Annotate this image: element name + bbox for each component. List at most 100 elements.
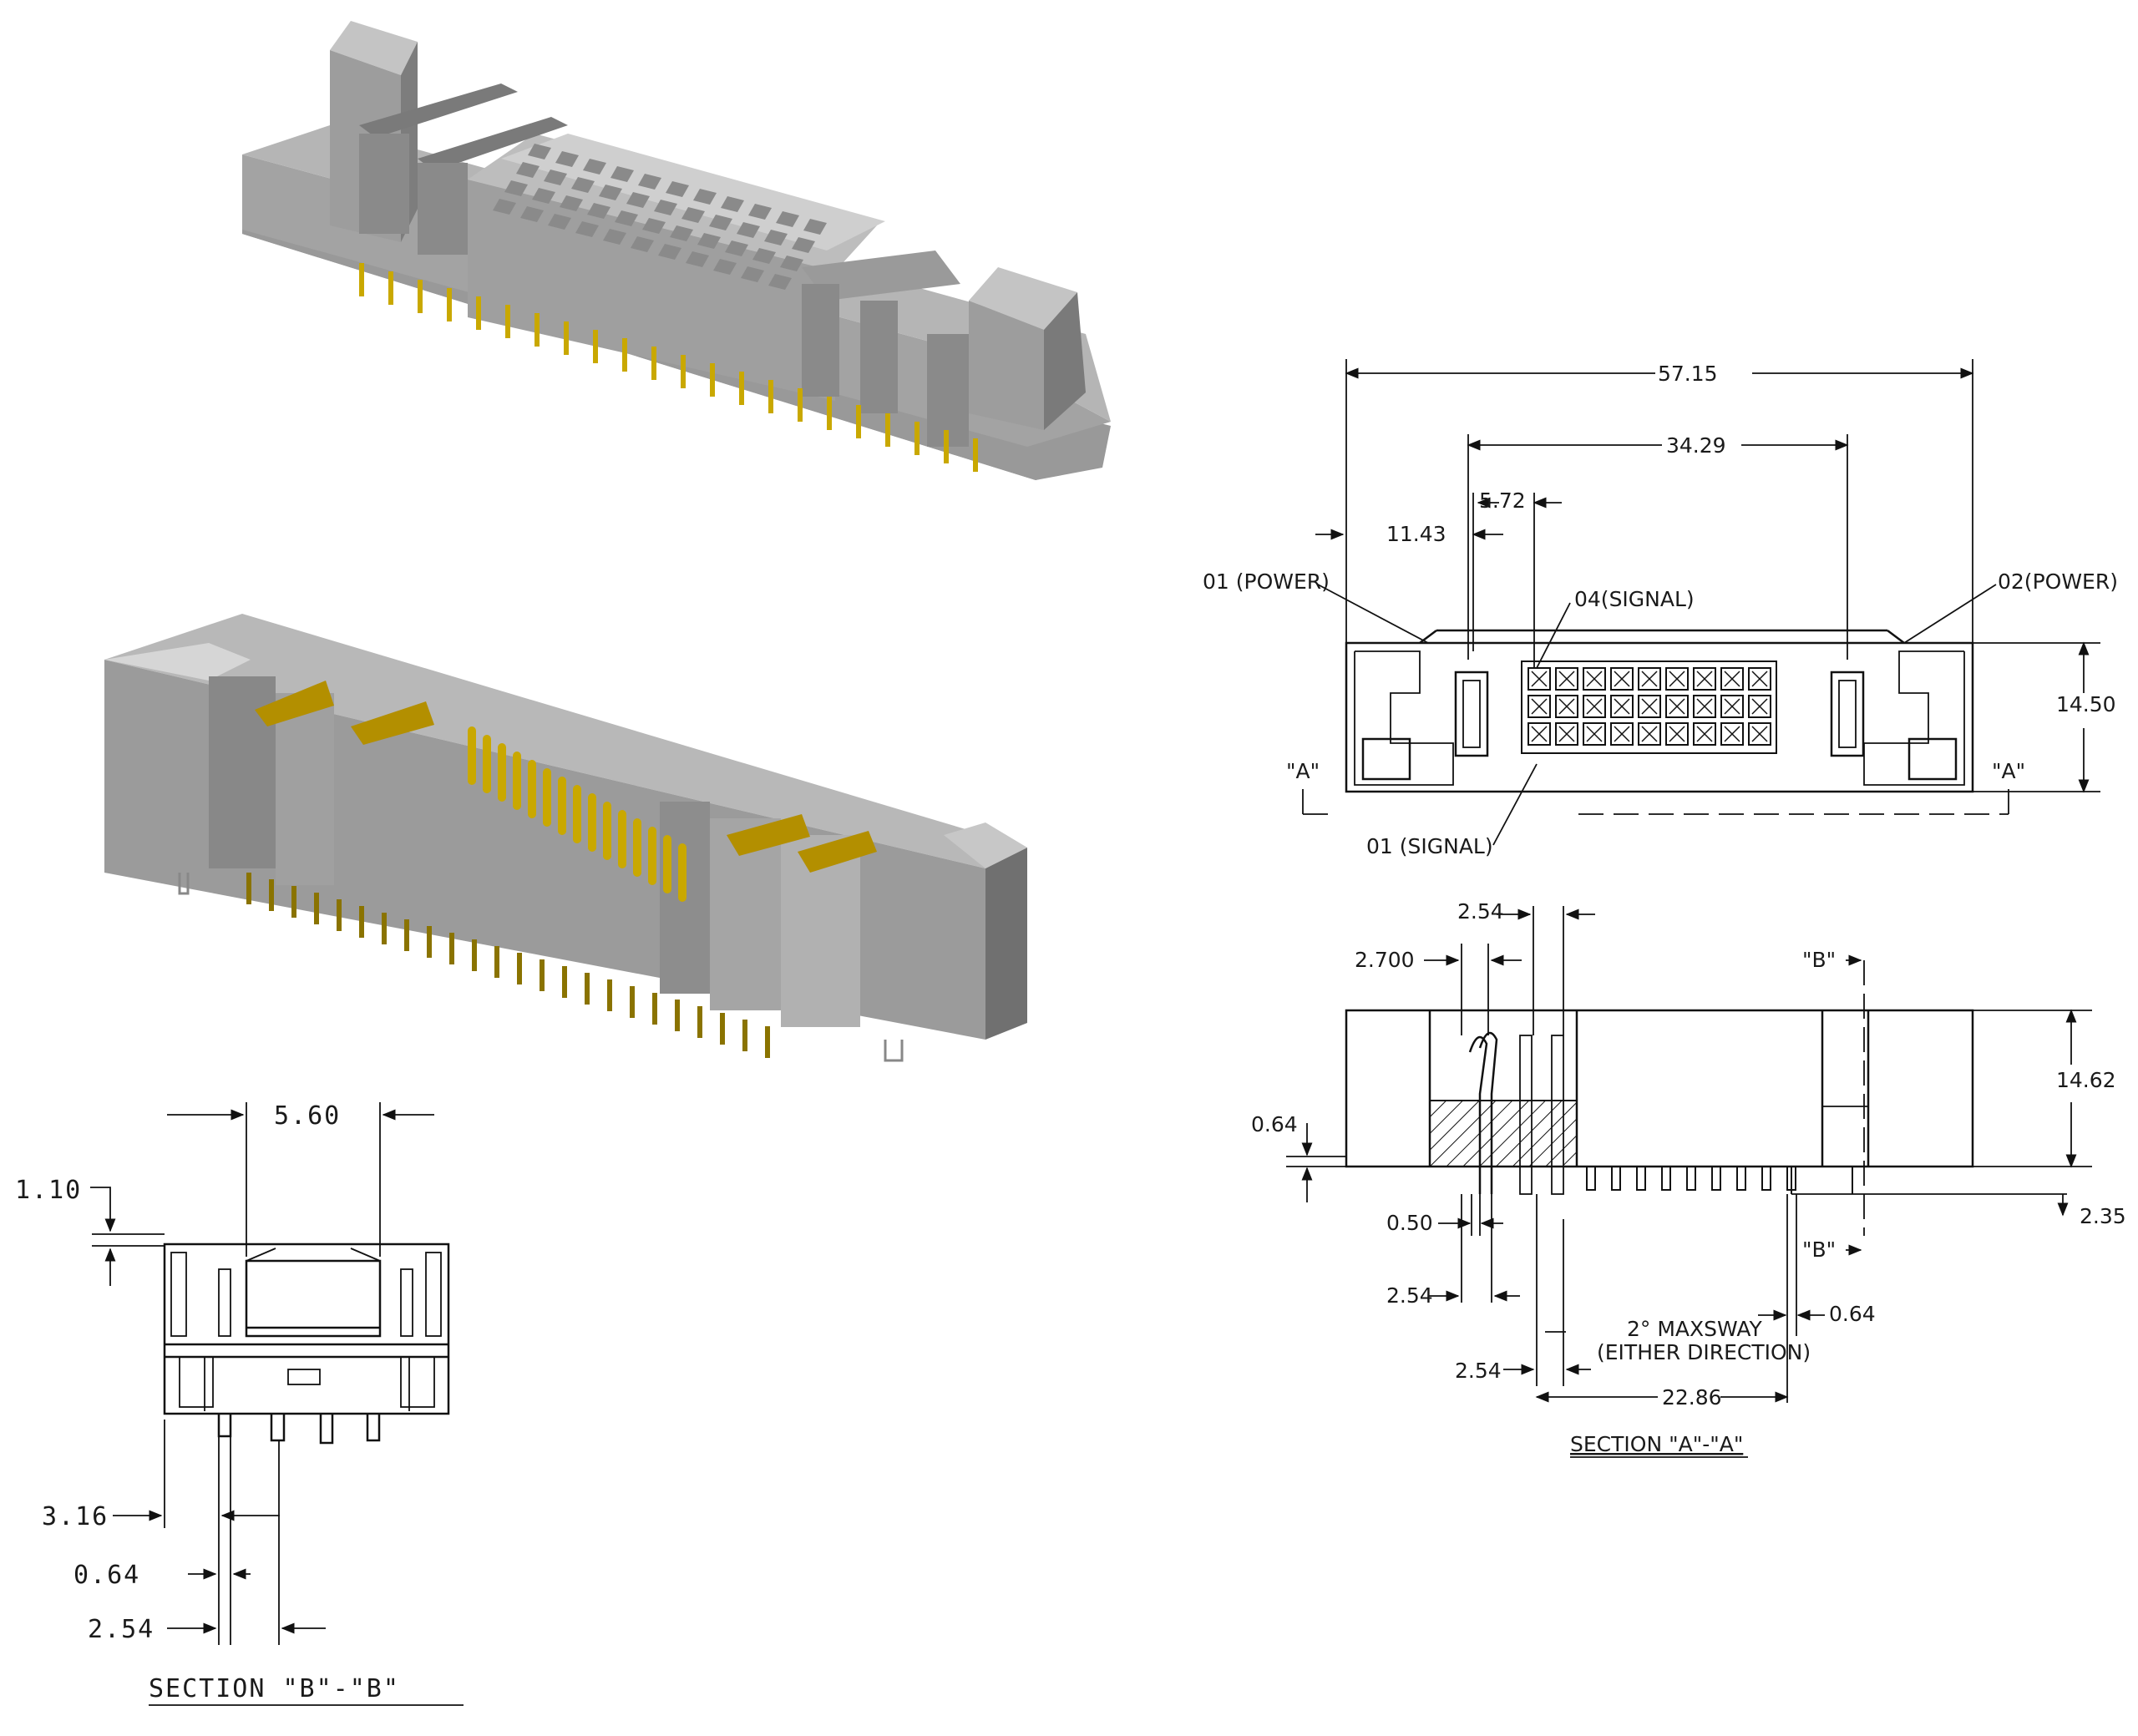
contact-cavity <box>555 151 579 167</box>
contact-cavity <box>666 181 689 197</box>
signal-contact <box>1610 695 1634 718</box>
contact-cavity <box>638 174 661 190</box>
pin <box>827 397 832 430</box>
dim-bb-064: 0.64 <box>73 1561 140 1590</box>
label-signal-bottom: 01 (SIGNAL) <box>1366 834 1493 858</box>
contact-cavity <box>603 229 626 245</box>
pin <box>739 372 744 405</box>
pin-tail <box>630 986 635 1018</box>
contact-cavity <box>776 211 799 227</box>
contact-cavity <box>532 188 555 204</box>
pin <box>885 413 890 447</box>
signal-contact <box>1720 695 1744 718</box>
pin <box>603 802 611 860</box>
pin <box>681 355 686 388</box>
pin <box>573 785 581 843</box>
contact-cavity <box>583 159 606 175</box>
pin <box>593 330 598 363</box>
contact-cavity <box>658 244 681 260</box>
signal-contact <box>1748 722 1771 746</box>
pin-tail <box>359 906 364 938</box>
label-power-right: 02(POWER) <box>1998 569 2118 594</box>
pin <box>914 422 920 455</box>
contact-cavity <box>642 218 666 234</box>
contact-cavity <box>803 219 827 235</box>
contact-cavity <box>709 215 732 230</box>
contact-cavity <box>725 240 748 256</box>
signal-contact <box>1748 695 1771 718</box>
pin-tail <box>562 966 567 998</box>
contact-cavity <box>748 204 772 220</box>
pin <box>543 768 551 827</box>
signal-contact <box>1720 722 1744 746</box>
pin <box>798 388 803 422</box>
dim-inner: 34.29 <box>1666 433 1726 458</box>
pin-tail <box>246 873 251 904</box>
dim-height: 14.50 <box>2056 692 2116 716</box>
contact-cavity <box>548 214 571 230</box>
dim-aa-pitch-bottom: 2.54 <box>1455 1359 1502 1383</box>
signal-contact <box>1528 722 1551 746</box>
contact-cavity <box>681 207 705 223</box>
contact-cavity <box>654 200 677 215</box>
pin <box>651 347 656 380</box>
contact-cavity <box>528 144 551 159</box>
contact-cavity <box>587 203 610 219</box>
pin <box>513 752 521 810</box>
pin-tail <box>472 939 477 971</box>
pin <box>418 280 423 313</box>
signal-contact <box>1583 667 1606 691</box>
signal-contact <box>1638 667 1661 691</box>
pin-tail <box>742 1020 747 1051</box>
pin <box>564 321 569 355</box>
label-power-left: 01 (POWER) <box>1203 569 1330 594</box>
dim-bb-top: 1.10 <box>15 1176 82 1205</box>
pin <box>710 363 715 397</box>
section-mark-a-left: "A" <box>1286 759 1320 783</box>
section-bb: 5.60 1.10 3.16 0.64 2.54 SECTION "B"-"B" <box>15 1101 464 1706</box>
section-mark-b-top: "B" <box>1802 948 1836 972</box>
dim-aa-height: 14.62 <box>2056 1068 2116 1092</box>
pin <box>1711 1167 1721 1191</box>
section-mark-a-right: "A" <box>1992 759 2025 783</box>
contact-cavity <box>631 236 654 252</box>
signal-contact <box>1665 667 1689 691</box>
dim-aa-thick: 0.64 <box>1251 1112 1298 1136</box>
pin <box>483 735 491 793</box>
pin <box>856 405 861 438</box>
dim-aa-span: 22.86 <box>1662 1385 1722 1410</box>
pin <box>768 380 773 413</box>
pin <box>663 835 671 893</box>
signal-contact <box>1555 722 1578 746</box>
contact-cavity <box>493 199 516 215</box>
contact-cavity <box>575 221 599 237</box>
signal-contact <box>1610 667 1634 691</box>
pin <box>447 288 452 321</box>
pin <box>1761 1167 1771 1191</box>
pin <box>678 843 686 902</box>
pin-tail <box>652 993 657 1025</box>
pin-tail <box>404 919 409 951</box>
signal-contact <box>1610 722 1634 746</box>
pin-tail <box>675 1000 680 1031</box>
pin-tail <box>314 893 319 924</box>
contact-cavity <box>670 225 693 241</box>
pin <box>944 430 949 463</box>
pin <box>505 305 510 338</box>
pin-tail <box>337 899 342 931</box>
pin <box>1636 1167 1646 1191</box>
pin <box>1736 1167 1746 1191</box>
pin <box>1686 1167 1696 1191</box>
label-signal-top: 04(SIGNAL) <box>1574 587 1695 611</box>
signal-contact <box>1693 695 1716 718</box>
pin-tail <box>517 953 522 984</box>
dim-aa-pitch-left: 2.54 <box>1386 1283 1433 1308</box>
contact-cavity <box>792 237 815 253</box>
pin-tail <box>291 886 296 918</box>
signal-contact <box>1720 667 1744 691</box>
pin <box>588 793 596 852</box>
contact-cavity <box>560 195 583 211</box>
pin <box>558 777 566 835</box>
pin-tail <box>720 1013 725 1045</box>
pin <box>468 726 476 785</box>
